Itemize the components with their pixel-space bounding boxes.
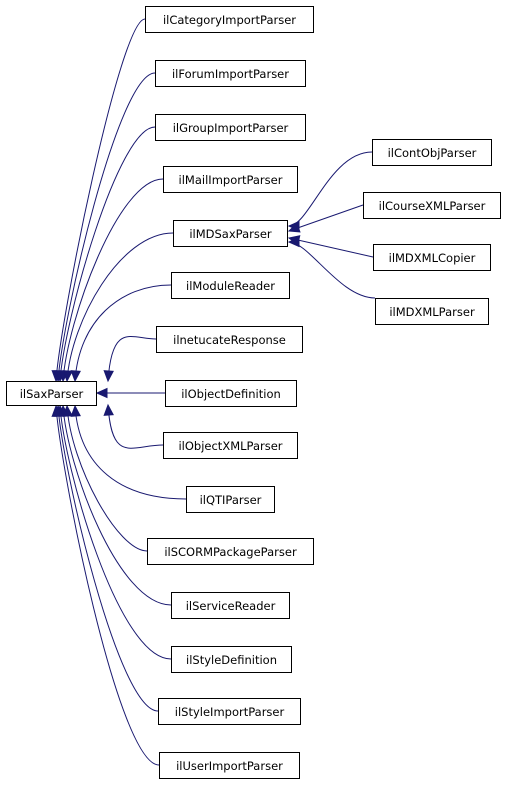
node-ilscormpackageparser[interactable]: ilSCORMPackageParser (147, 538, 314, 565)
edge-sax-10 (66, 405, 148, 552)
node-ilnetucateresponse[interactable]: ilnetucateResponse (156, 326, 303, 353)
edge-md-0 (288, 151, 373, 227)
edge-sax-4-arrowhead (62, 370, 73, 383)
node-ilservicereader[interactable]: ilServiceReader (171, 592, 290, 619)
edge-sax-9 (74, 405, 187, 500)
edge-sax-11 (62, 405, 172, 606)
edge-md-1-arrowhead (287, 222, 301, 233)
node-ilcoursexmlparser[interactable]: ilCourseXMLParser (363, 192, 501, 219)
node-ilobjectdefinition[interactable]: ilObjectDefinition (165, 380, 297, 407)
node-ilforumimportparser[interactable]: ilForumImportParser (155, 60, 306, 87)
edge-sax-8 (107, 404, 164, 449)
edge-sax-1 (57, 72, 156, 382)
node-ilsaxparser[interactable]: ilSaxParser (6, 381, 97, 406)
edge-sax-5-arrowhead (70, 370, 81, 383)
node-iluserimportparser[interactable]: ilUserImportParser (159, 752, 300, 779)
node-ilmdxmlcopier[interactable]: ilMDXMLCopier (373, 244, 491, 271)
node-ilmailimportparser[interactable]: ilMailImportParser (163, 166, 298, 193)
edge-sax-7-arrowhead (95, 387, 108, 399)
node-ilmodulereader[interactable]: ilModuleReader (171, 272, 290, 299)
edge-sax-14-arrowhead (51, 404, 62, 417)
edge-sax-3 (62, 178, 164, 382)
edge-sax-2 (59, 126, 156, 382)
node-ilmdsaxparser[interactable]: ilMDSaxParser (173, 220, 288, 247)
edge-md-1 (288, 204, 364, 232)
node-ilcategoryimportparser[interactable]: ilCategoryImportParser (145, 6, 314, 33)
edge-sax-8-arrowhead (103, 403, 114, 416)
node-ilqtiparser[interactable]: ilQTIParser (186, 486, 275, 513)
edge-sax-14 (55, 405, 160, 766)
edge-sax-5 (74, 284, 172, 382)
edge-sax-0 (55, 18, 146, 382)
edge-sax-6-arrowhead (103, 370, 114, 383)
node-ilgroupimportparser[interactable]: ilGroupImportParser (155, 114, 306, 141)
node-ilcontobjparser[interactable]: ilContObjParser (372, 139, 492, 166)
node-ilstyleimportparser[interactable]: ilStyleImportParser (158, 698, 301, 725)
edge-sax-13 (57, 405, 159, 712)
node-ilstyledefinition[interactable]: ilStyleDefinition (171, 646, 292, 673)
edge-md-2 (288, 237, 374, 258)
edge-sax-4 (66, 232, 174, 382)
edge-sax-9-arrowhead (70, 404, 81, 417)
node-ilmdxmlparser[interactable]: ilMDXMLParser (375, 298, 489, 325)
edge-sax-12 (59, 405, 172, 660)
edge-md-3 (288, 241, 376, 299)
node-ilobjectxmlparser[interactable]: ilObjectXMLParser (163, 432, 298, 459)
edge-md-3-arrowhead (287, 236, 300, 248)
edge-sax-6 (107, 335, 157, 382)
